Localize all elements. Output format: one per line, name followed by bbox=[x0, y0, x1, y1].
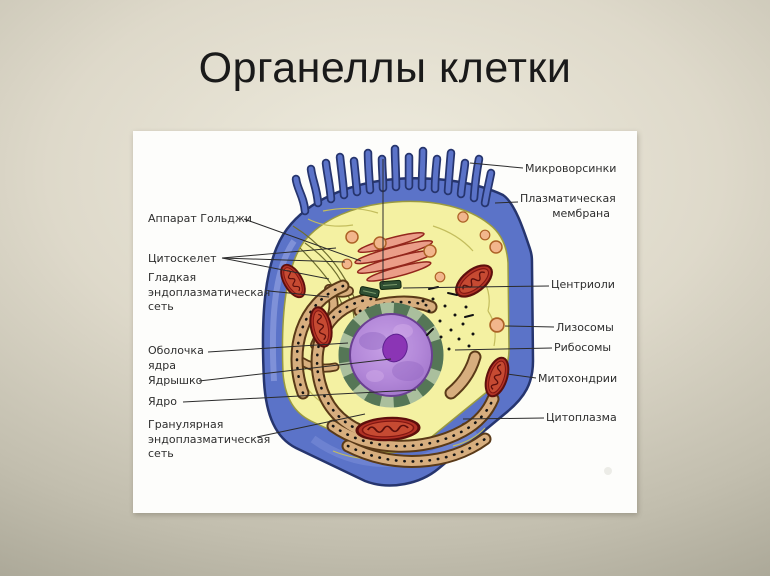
label-nuclear-envelope: Оболочка ядра bbox=[148, 344, 204, 372]
leader-cytoskeleton bbox=[221, 257, 346, 263]
lysosome bbox=[479, 229, 491, 241]
label-rough-er: Гранулярная эндоплазматическая сеть bbox=[148, 418, 271, 460]
lysosome bbox=[489, 317, 505, 333]
cell-diagram-figure: Аппарат Гольджи Цитоскелет Гладкая эндоп… bbox=[133, 131, 637, 513]
label-ribosomes: Рибосомы bbox=[554, 341, 612, 354]
leader-smooth-er bbox=[268, 290, 330, 298]
paper-smudge bbox=[604, 467, 612, 475]
lysosome bbox=[423, 244, 437, 258]
lysosome bbox=[345, 230, 359, 244]
centrioles bbox=[359, 279, 402, 299]
leader-rough-er bbox=[256, 413, 366, 438]
lysosome bbox=[434, 271, 446, 283]
leader-nucleus bbox=[182, 389, 417, 403]
leader-cytoskeleton bbox=[221, 257, 330, 280]
leader-golgi-apparatus bbox=[243, 218, 362, 262]
label-mitochondria: Митохондрии bbox=[538, 372, 618, 385]
lysosome bbox=[489, 240, 503, 254]
slide-title: Органеллы клетки bbox=[198, 44, 572, 92]
label-cytoskeleton: Цитоскелет bbox=[148, 252, 217, 265]
cell-diagram-canvas bbox=[182, 144, 612, 487]
leader-cytoplasm bbox=[462, 417, 545, 420]
lysosome bbox=[457, 211, 469, 223]
label-centrioles: Центриоли bbox=[551, 278, 615, 291]
nucleolus bbox=[382, 333, 408, 363]
label-nucleus: Ядро bbox=[148, 395, 177, 408]
nucleus bbox=[349, 313, 433, 397]
leader-microvilli bbox=[469, 162, 524, 169]
label-plasma-membrane: Плазматическая мембрана bbox=[520, 192, 616, 220]
leader-ribosomes bbox=[454, 347, 553, 351]
leader-lysosomes bbox=[504, 325, 555, 328]
label-golgi-apparatus: Аппарат Гольджи bbox=[148, 212, 252, 225]
lysosome bbox=[341, 258, 353, 270]
leader-plasma-membrane bbox=[494, 201, 519, 204]
leader-mitochondria bbox=[506, 373, 537, 379]
label-nucleolus: Ядрышко bbox=[148, 374, 203, 387]
label-cytoplasm: Цитоплазма bbox=[546, 411, 617, 424]
leader-nucleolus bbox=[198, 358, 392, 382]
label-smooth-er: Гладкая эндоплазматическая сеть bbox=[148, 271, 271, 313]
leader-centrioles bbox=[402, 285, 550, 289]
leader-cytoskeleton bbox=[221, 247, 337, 259]
rough-er bbox=[290, 279, 500, 468]
leader-nuclear-envelope bbox=[207, 342, 349, 353]
lysosome bbox=[373, 236, 387, 250]
label-lysosomes: Лизосомы bbox=[556, 321, 614, 334]
label-microvilli: Микроворсинки bbox=[525, 162, 617, 175]
nuclear-envelope bbox=[338, 302, 444, 408]
leader-lines bbox=[182, 162, 555, 438]
